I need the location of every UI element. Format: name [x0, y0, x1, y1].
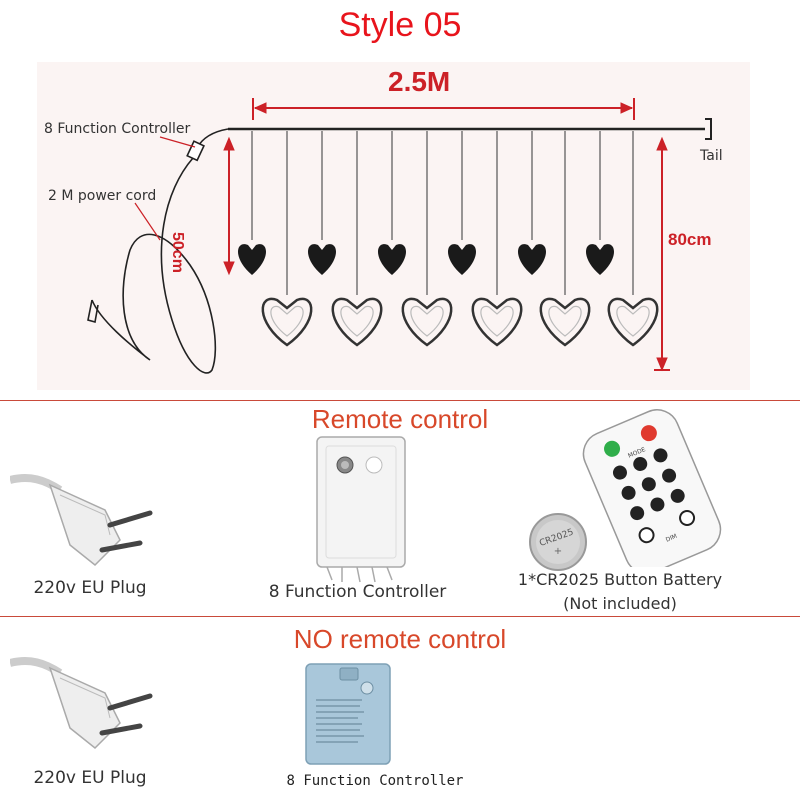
battery-note: (Not included) — [563, 594, 677, 613]
section-divider-2 — [0, 616, 800, 617]
width-label: 2.5M — [388, 66, 451, 97]
controller-caption: 8 Function Controller — [268, 582, 447, 602]
plug-caption: 220v EU Plug — [33, 578, 147, 598]
width-dimension — [252, 98, 635, 120]
long-drop-strings — [286, 131, 634, 295]
plug-caption-2: 220v EU Plug — [33, 768, 147, 788]
short-drop-label: 50cm — [169, 232, 186, 273]
remote-section-heading: Remote control — [311, 404, 489, 434]
remote-dim-text: DIM — [665, 533, 678, 544]
battery-caption: 1*CR2025 Button Battery — [517, 570, 723, 589]
page-title: Style 05 — [338, 6, 462, 44]
filled-hearts — [238, 244, 614, 275]
controller-box-image — [316, 436, 406, 583]
controller-caption-2: 8 Function Controller — [286, 773, 464, 789]
no-remote-section-heading: NO remote control — [293, 624, 507, 654]
remote-control-image: MODE DIM — [582, 409, 722, 567]
eu-plug-image-2 — [10, 657, 153, 750]
controller-and-cord — [87, 128, 229, 374]
controller-box-blue-image — [305, 663, 391, 765]
button-battery-image: CR2025 + — [529, 513, 587, 571]
tail-label: Tail — [700, 148, 723, 164]
outline-hearts — [261, 297, 659, 347]
short-drop-strings — [251, 131, 601, 240]
controller-label: 8 Function Controller — [44, 121, 191, 137]
section-divider — [0, 400, 800, 401]
long-drop-label: 80cm — [668, 230, 712, 249]
curtain-diagram-drawing — [87, 98, 712, 374]
curtain-diagram — [37, 62, 750, 390]
svg-text:+: + — [554, 546, 562, 557]
eu-plug-image — [10, 474, 153, 567]
power-cord-label: 2 M power cord — [48, 188, 157, 204]
